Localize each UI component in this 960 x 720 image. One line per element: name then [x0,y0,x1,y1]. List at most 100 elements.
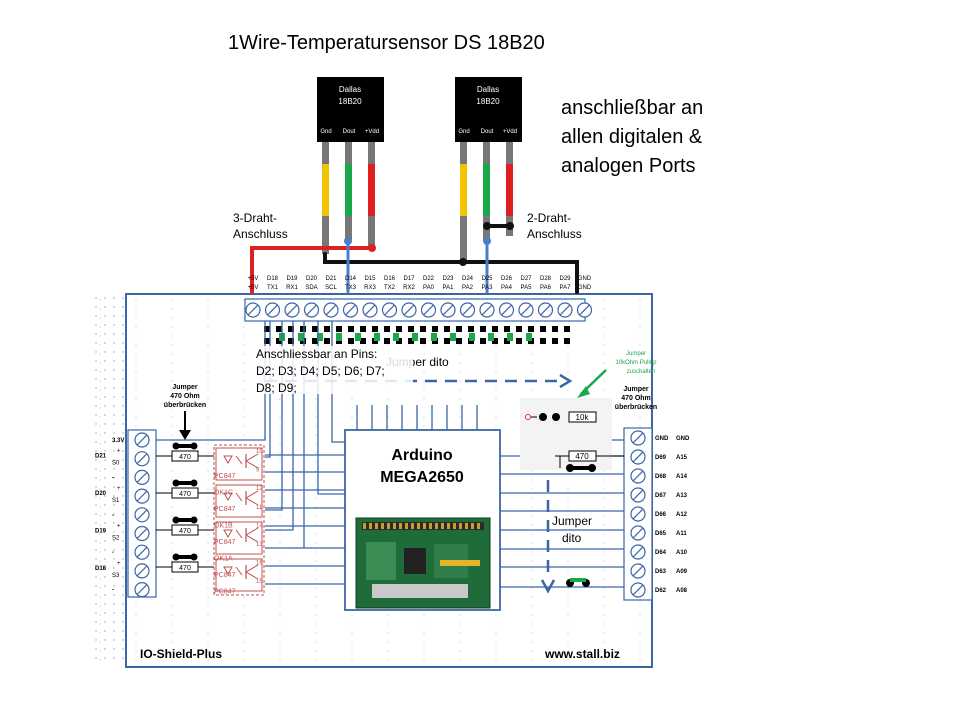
sensor-1-brand: Dallas [339,85,361,94]
header-top-label: D17 [403,276,415,282]
left-resistor-label: 470 [179,528,191,535]
sensor-2-body [455,77,522,142]
optocoupler-label: PC847 [214,572,236,579]
arduino-model: MEGA2650 [380,469,464,486]
pins-note-2: D2; D3; D4; D5; D6; D7; [256,364,385,378]
header-bottom-label: PA6 [540,285,552,291]
header-top-label: +5V [248,276,259,282]
header-bottom-label: PA3 [482,285,494,291]
right-terminal-label-a: A12 [676,512,688,518]
header-jumper [298,333,304,341]
optocoupler-label: PC847 [214,506,236,513]
right-terminal-label-a: A08 [676,588,688,594]
left-terminal-plus: + [117,524,121,530]
optocoupler-pin: 13 [256,542,263,548]
header-top-label: D20 [306,276,318,282]
optocoupler-pin: 16 [256,561,263,567]
jumper-dito-right-1: Jumper [552,514,592,528]
right-terminal-screws [630,430,646,598]
sensor-2: Dallas 18B20 Gnd Dout +Vdd [455,77,522,142]
header-top-label: D19 [286,276,298,282]
jumper-470-left-1: Jumper [172,384,198,391]
optocoupler-label: OK1B [214,523,233,530]
header-top-label: D22 [423,276,435,282]
sensor-2-pin-dout: Dout [481,129,494,135]
jumper-470-left-3: überbrücken [164,402,206,409]
optocoupler-label: OK1A [214,556,233,563]
right-terminal-label-d: D69 [655,455,667,461]
header-bottom-label: TX3 [345,285,357,291]
header-top-label: D15 [364,276,376,282]
left-resistor-label: 470 [179,565,191,572]
right-terminal-label-d: D68 [655,474,667,480]
jumper-470-right-1: Jumper [623,386,649,393]
jumper-470-right-2: 470 Ohm [621,395,651,402]
header-bottom-label: GND [578,285,592,291]
right-terminal-label-d: D63 [655,569,667,575]
sensor-2-model: 18B20 [476,97,500,106]
sensor-2-pin-vdd: +Vdd [503,129,517,135]
optocoupler-label: PC847 [214,589,236,596]
optocouplers: PC847OK1CPC847OK1BPC847OK1APC847PC847109… [213,444,265,596]
header-jumper [355,333,361,341]
header-top-label: D23 [442,276,454,282]
url-label: www.stall.biz [544,647,620,661]
header-bottom-label: RX2 [403,285,415,291]
left-terminal-label: - [112,513,114,519]
arduino-title: Arduino [391,447,453,464]
board-photo [355,517,491,609]
header-jumper [336,333,342,341]
left-terminal-plus: + [117,449,121,455]
header-bottom-label: RX3 [364,285,376,291]
wiring [250,222,579,294]
left-terminal-sub: S3 [112,573,120,579]
right-terminal-label-d: D66 [655,512,667,518]
header-top-label: D14 [345,276,357,282]
right-terminal-label-d: GND [655,436,669,442]
board-grid-dots [95,297,641,661]
left-resistor-label: 470 [179,454,191,461]
header-bottom-label: PA1 [443,285,455,291]
left-terminal-label: D18 [95,566,107,572]
pins-note-1: Anschliessbar an Pins: [256,347,377,361]
left-terminal-screws [134,432,150,598]
optocoupler-label: PC847 [214,473,236,480]
header-top-label: GND [578,276,592,282]
resistor-470-right-label: 470 [575,452,589,461]
left-terminal-plus: + [117,486,121,492]
left-terminal-label: - [112,475,114,481]
jumper-pullup-3: zuschalten [627,369,656,375]
pin-header-rows [264,326,570,344]
pullup-area [520,398,612,470]
left-terminal-label: D19 [95,529,107,535]
header-jumper [317,333,323,341]
resistor-10k-label: 10k [576,413,590,422]
note-line-2: allen digitalen & [561,126,703,148]
resistor-10k [568,411,597,423]
left-terminal-sub: S2 [112,536,120,542]
header-bottom-label: PA4 [501,285,513,291]
header-top-label: D16 [384,276,396,282]
sensor-1-pin-vdd: +Vdd [365,129,379,135]
wire-5v [250,246,374,294]
right-terminal-label-d: D67 [655,493,667,499]
header-bottom-label: PA7 [560,285,572,291]
right-terminal-label-a: A14 [676,474,688,480]
header-top-label: D27 [520,276,532,282]
right-terminal-label-a: A11 [676,531,687,537]
sensor-2-pin-gnd: Gnd [458,129,469,135]
optocoupler-pin: 10 [256,449,263,455]
header-jumper [526,333,532,341]
left-terminal-label: 3.3V [112,438,124,444]
note-line-3: analogen Ports [561,155,696,177]
header-jumper [450,333,456,341]
header-jumper [507,333,513,341]
label-3wire-2: Anschluss [233,227,288,241]
right-terminal-label-d: D62 [655,588,667,594]
